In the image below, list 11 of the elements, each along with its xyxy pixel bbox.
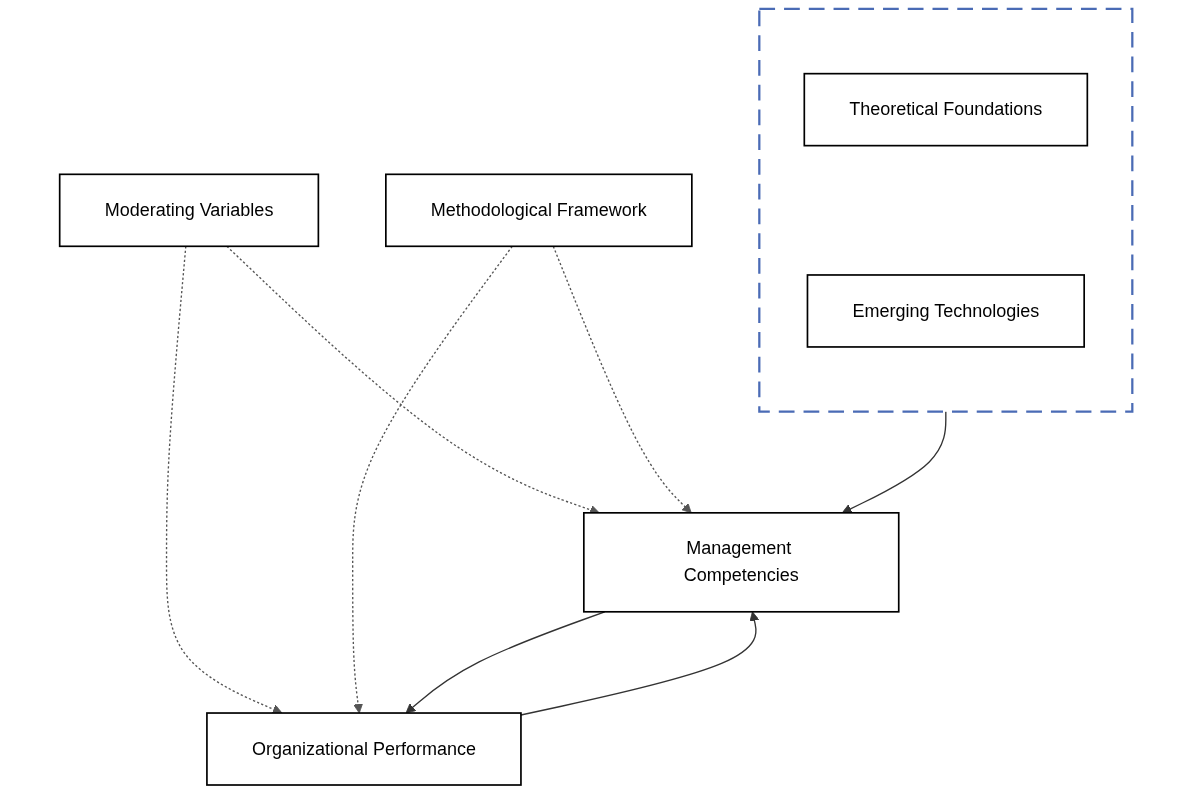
node-box: Theoretical Foundations (803, 72, 1089, 147)
node-box: Methodological Framework (385, 173, 693, 248)
arrow (552, 245, 692, 514)
arrow (165, 245, 283, 714)
node-box: Management Competencies (583, 512, 900, 613)
arrow (520, 611, 760, 716)
cluster (758, 7, 1134, 413)
arrow (352, 245, 513, 714)
node-box: Organizational Performance (206, 712, 522, 786)
node-box: Moderating Variables (58, 173, 320, 248)
node-box: Emerging Technologies (806, 274, 1085, 348)
